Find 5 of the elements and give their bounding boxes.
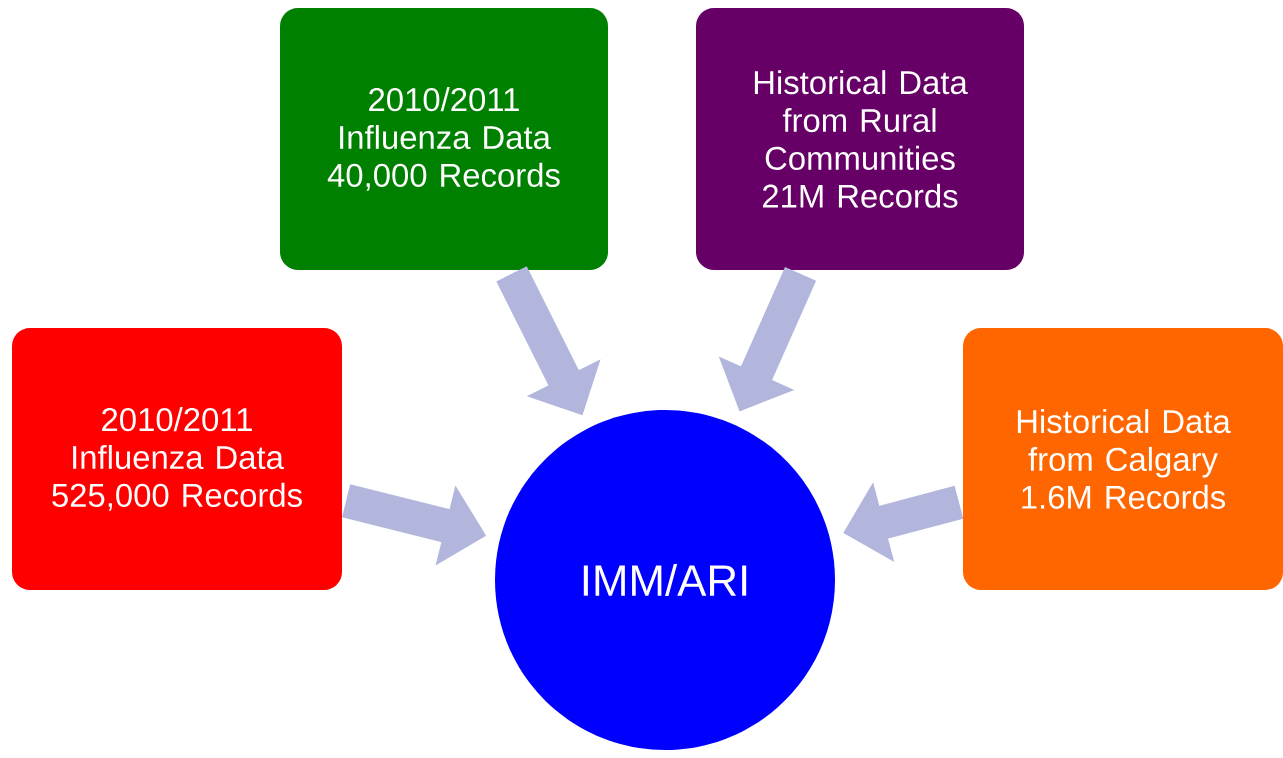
data-box: Historical Data from Calgary 1.6M Records [963,328,1283,590]
data-box: 2010/2011 Influenza Data 40,000 Records [280,8,608,270]
data-box: Historical Data from Rural Communities 21M Records [696,8,1024,270]
data-box: 2010/2011 Influenza Data 525,000 Records [12,328,342,590]
circle-node: IMM/ARI [495,410,835,750]
